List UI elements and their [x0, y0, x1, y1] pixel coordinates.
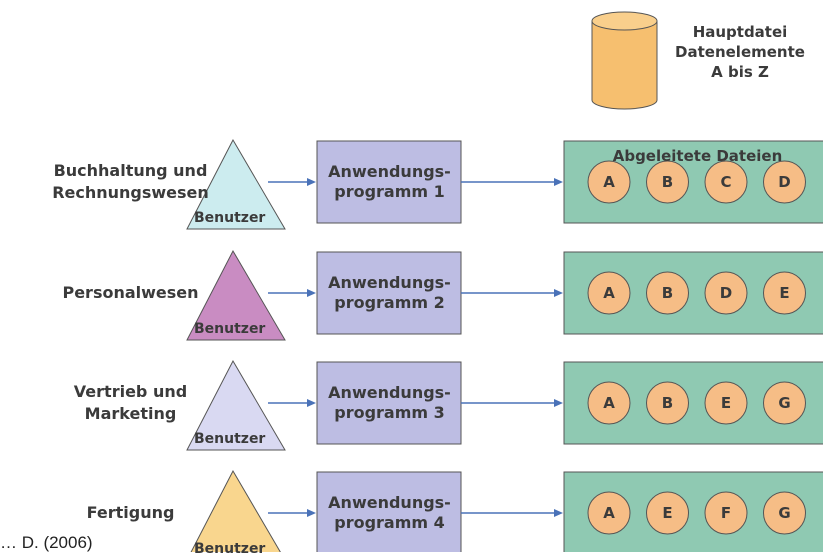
data-element-circle: [587, 160, 631, 204]
application-program-label-line: Anwendungs-: [328, 493, 451, 512]
application-program-label-line: Anwendungs-: [328, 162, 451, 181]
data-element-label: G: [778, 504, 791, 522]
user-label: Benutzer: [194, 541, 266, 557]
data-element-circle: [587, 381, 631, 425]
data-element-circle: [587, 491, 631, 535]
database-cylinder-icon: [591, 21, 658, 110]
data-element-label: B: [661, 284, 674, 302]
application-program-label: Anwendungs-programm 3: [317, 383, 462, 423]
data-element-circle: [704, 160, 748, 204]
data-element-circle: [646, 381, 689, 425]
master-file-line: Datenelemente: [675, 43, 805, 61]
department-label: Fertigung: [43, 502, 218, 524]
application-program-label-line: programm 4: [334, 513, 445, 532]
data-element-circle: [587, 271, 631, 315]
user-label: Benutzer: [194, 210, 266, 226]
application-program-label-line: programm 3: [334, 403, 445, 422]
data-element-label: B: [661, 394, 674, 412]
department-label-line: Personalwesen: [62, 283, 199, 302]
application-program-label: Anwendungs-programm 2: [317, 273, 462, 313]
arrow-head: [307, 178, 316, 186]
data-element-circle: [763, 381, 806, 425]
data-element-label: A: [603, 504, 615, 522]
application-program-label-line: programm 2: [334, 293, 445, 312]
data-element-label: C: [720, 173, 732, 191]
data-element-circle: [704, 381, 748, 425]
data-element-label: A: [603, 284, 615, 302]
arrow-head: [554, 509, 563, 517]
user-triangle-icon: [186, 249, 286, 341]
arrow-head: [554, 289, 563, 297]
database-cylinder-top: [591, 11, 658, 31]
user-triangle-icon: [186, 138, 286, 230]
application-program-label-line: Anwendungs-: [328, 273, 451, 292]
data-element-label: A: [603, 173, 615, 191]
department-label-line: Fertigung: [86, 503, 175, 522]
derived-files-title: Abgeleitete Dateien: [612, 147, 783, 165]
data-element-label: E: [720, 394, 732, 412]
arrow-head: [554, 178, 563, 186]
data-element-label: G: [778, 394, 791, 412]
application-program-label: Anwendungs-programm 1: [317, 162, 462, 202]
master-file-line: Hauptdatei: [692, 23, 788, 41]
data-element-label: D: [719, 284, 733, 302]
arrow-head: [307, 509, 316, 517]
application-program-box: [316, 140, 462, 224]
user-triangle-icon: [190, 469, 281, 552]
application-program-label-line: programm 1: [334, 182, 445, 201]
citation-text: … D. (2006): [0, 533, 93, 552]
data-element-label: B: [661, 173, 674, 191]
department-label: Personalwesen: [43, 282, 218, 304]
arrow-head: [307, 289, 316, 297]
arrow-head: [307, 399, 316, 407]
application-program-label-line: Anwendungs-: [328, 383, 451, 402]
data-element-circle: [646, 491, 689, 535]
application-program-box: [316, 361, 462, 445]
application-program-box: [316, 251, 462, 335]
department-label-line: Marketing: [84, 404, 177, 423]
data-element-label: E: [662, 504, 673, 522]
data-element-label: D: [778, 173, 791, 191]
data-element-circle: [704, 271, 748, 315]
user-label: Benutzer: [194, 321, 266, 337]
data-element-label: A: [603, 394, 615, 412]
data-element-label: F: [720, 504, 732, 522]
data-element-circle: [763, 271, 806, 315]
application-program-label: Anwendungs-programm 4: [317, 493, 462, 533]
department-label-line: Buchhaltung und: [53, 161, 208, 180]
data-element-circle: [646, 271, 689, 315]
user-label: Benutzer: [194, 431, 266, 447]
user-triangle-icon: [186, 359, 286, 451]
master-file-line: A bis Z: [711, 63, 769, 81]
department-label-line: Rechnungswesen: [52, 183, 209, 202]
department-label-line: Vertrieb und: [73, 382, 188, 401]
data-element-circle: [646, 160, 689, 204]
data-element-circle: [763, 160, 806, 204]
data-element-label: E: [779, 284, 790, 302]
data-element-circle: [763, 491, 806, 535]
data-element-circle: [704, 491, 748, 535]
arrow-head: [554, 399, 563, 407]
